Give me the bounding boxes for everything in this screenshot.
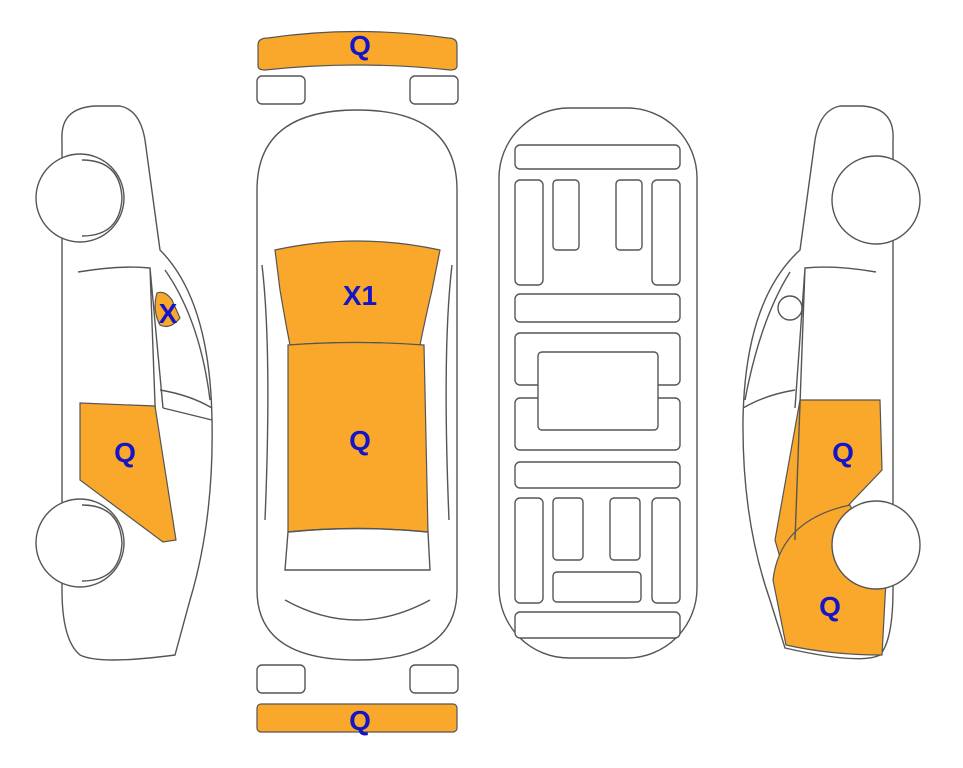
label-rear-bumper: Q xyxy=(349,705,371,736)
left-front-door-damage xyxy=(79,402,177,543)
front-bumper-damage xyxy=(257,30,458,71)
top-view: Q X1 Q Q xyxy=(256,30,459,736)
right-side-view: Q Q xyxy=(742,105,921,660)
left-mirror-damage xyxy=(154,291,181,328)
label-right-fender: Q xyxy=(819,591,841,622)
underside-view xyxy=(498,107,698,659)
right-rear-wheel xyxy=(831,500,921,590)
label-front-bumper: Q xyxy=(349,30,371,61)
left-front-wheel xyxy=(35,153,125,243)
right-front-wheel xyxy=(831,155,921,245)
rear-bumper-damage xyxy=(256,703,458,733)
left-rear-wheel xyxy=(35,498,125,588)
label-left-mirror: X xyxy=(159,298,178,329)
left-side-view: Q X xyxy=(35,105,213,661)
label-roof: Q xyxy=(349,425,371,456)
label-left-front-door: Q xyxy=(114,437,136,468)
label-windshield: X1 xyxy=(343,280,377,311)
label-right-front-door: Q xyxy=(832,437,854,468)
